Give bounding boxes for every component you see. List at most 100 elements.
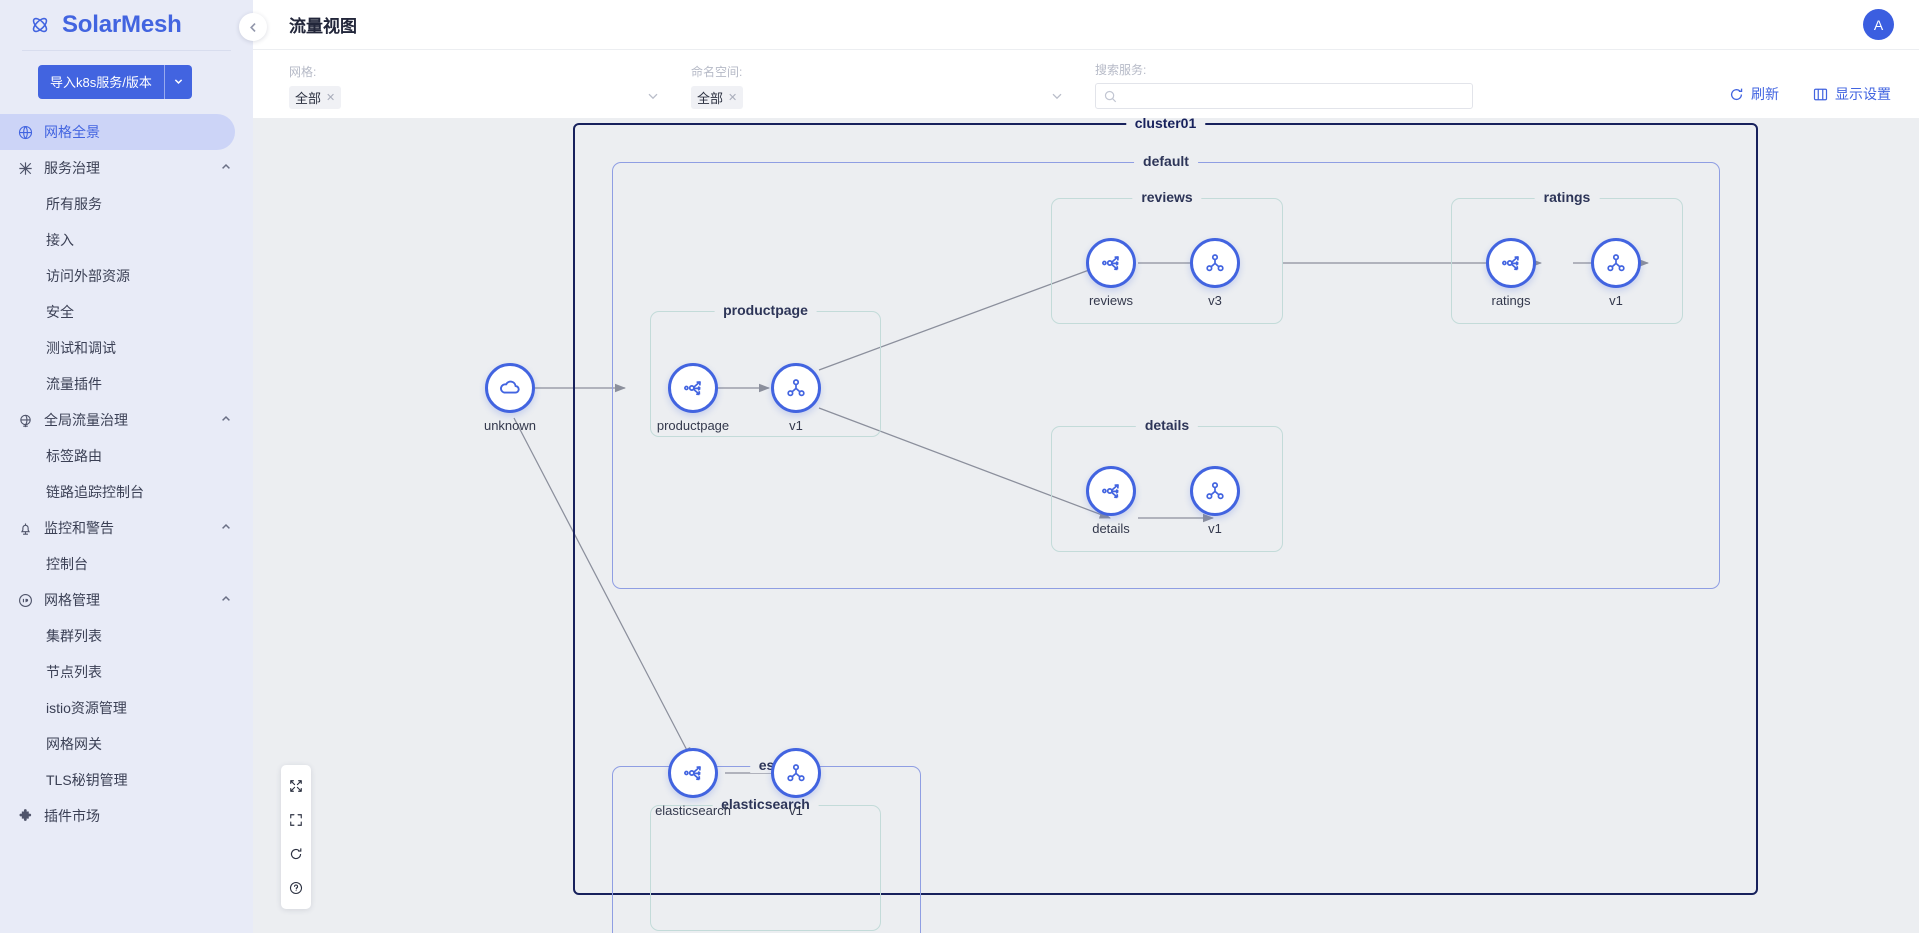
sidebar-item-8[interactable]: 全局流量治理 <box>0 402 253 438</box>
sidebar-item-label: 监控和警告 <box>44 520 114 536</box>
fit-view-icon[interactable] <box>281 769 311 803</box>
group-reviews-label: reviews <box>1132 189 1202 205</box>
main-area: 流量视图 A 网格: 全部 ✕ 命名空间: <box>239 0 1919 933</box>
node-unknown-label: unknown <box>483 418 537 433</box>
sidebar-item-11[interactable]: 监控和警告 <box>0 510 253 546</box>
refresh-button[interactable]: 刷新 <box>1729 84 1779 104</box>
sidebar-item-16[interactable]: istio资源管理 <box>0 690 253 726</box>
search-service-label: 搜索服务: <box>1095 63 1147 77</box>
chevron-up-icon[interactable] <box>221 414 231 427</box>
mesh-filter-value: 全部 <box>295 90 322 106</box>
sidebar-item-5[interactable]: 安全 <box>0 294 253 330</box>
sidebar-item-19[interactable]: 插件市场 <box>0 798 253 834</box>
sidebar-item-18[interactable]: TLS秘钥管理 <box>0 762 253 798</box>
chevron-down-icon[interactable] <box>647 90 659 105</box>
chevron-up-icon[interactable] <box>221 522 231 535</box>
sidebar-item-label: 访问外部资源 <box>46 268 130 284</box>
filter-bar: 网格: 全部 ✕ 命名空间: 全部 ✕ <box>253 50 1919 118</box>
avatar[interactable]: A <box>1863 9 1894 40</box>
fullscreen-icon[interactable] <box>281 803 311 837</box>
sidebar-item-label: 集群列表 <box>46 628 102 644</box>
mesh-filter-select[interactable]: 全部 ✕ <box>289 85 659 109</box>
group-productpage[interactable]: productpage <box>650 302 881 437</box>
import-k8s-button[interactable]: 导入k8s服务/版本 <box>38 65 192 99</box>
sidebar-item-label: 插件市场 <box>44 808 100 824</box>
service-router-icon[interactable] <box>1086 238 1136 288</box>
display-settings-button-label: 显示设置 <box>1835 86 1891 102</box>
help-circle-icon[interactable] <box>281 871 311 905</box>
sidebar-item-2[interactable]: 所有服务 <box>0 186 253 222</box>
workload-icon[interactable] <box>1190 238 1240 288</box>
sidebar-collapse-button[interactable] <box>239 13 267 41</box>
workload-icon[interactable] <box>1591 238 1641 288</box>
service-router-icon[interactable] <box>1086 466 1136 516</box>
search-input-box[interactable] <box>1095 83 1473 109</box>
service-router-icon[interactable] <box>668 363 718 413</box>
workload-icon[interactable] <box>771 363 821 413</box>
group-default-label: default <box>1134 153 1198 169</box>
namespace-filter-label: 命名空间: <box>691 65 743 79</box>
canvas-toolbar <box>281 765 311 909</box>
sidebar-item-label: 网格全景 <box>44 124 100 140</box>
group-ratings[interactable]: ratings <box>1451 189 1683 324</box>
sidebar-item-17[interactable]: 网格网关 <box>0 726 253 762</box>
sidebar-item-1[interactable]: 服务治理 <box>0 150 253 186</box>
close-icon[interactable]: ✕ <box>326 91 336 104</box>
mesh-filter-label: 网格: <box>289 65 317 79</box>
sidebar-item-label: 流量插件 <box>46 376 102 392</box>
cloud-icon[interactable] <box>485 363 535 413</box>
atom-logo-icon <box>28 13 52 37</box>
sidebar-item-label: 全局流量治理 <box>44 412 128 428</box>
namespace-filter-select[interactable]: 全部 ✕ <box>691 85 1063 109</box>
service-router-icon[interactable] <box>668 748 718 798</box>
sidebar-item-13[interactable]: 网格管理 <box>0 582 253 618</box>
sidebar-item-6[interactable]: 测试和调试 <box>0 330 253 366</box>
sidebar-item-14[interactable]: 集群列表 <box>0 618 253 654</box>
import-button-wrap: 导入k8s服务/版本 <box>0 51 253 109</box>
sidebar-item-label: 标签路由 <box>46 448 102 464</box>
sidebar-item-0[interactable]: 网格全景 <box>0 114 235 150</box>
sidebar-item-label: TLS秘钥管理 <box>46 772 128 788</box>
brand[interactable]: SolarMesh <box>0 0 253 50</box>
sidebar-item-9[interactable]: 标签路由 <box>0 438 253 474</box>
graph-canvas[interactable]: cluster01 default es productpage reviews… <box>253 118 1919 933</box>
sidebar-item-4[interactable]: 访问外部资源 <box>0 258 253 294</box>
node-ratings-label: ratings <box>1491 293 1531 308</box>
sidebar-item-15[interactable]: 节点列表 <box>0 654 253 690</box>
traffic-globe-icon <box>17 412 33 428</box>
node-elasticsearch-label: elasticsearch <box>655 803 731 818</box>
node-details-v1-label: v1 <box>1208 521 1222 536</box>
brand-name: SolarMesh <box>62 11 182 38</box>
service-router-icon[interactable] <box>1486 238 1536 288</box>
sidebar-item-12[interactable]: 控制台 <box>0 546 253 582</box>
chevron-down-icon[interactable] <box>1051 90 1063 105</box>
workload-icon[interactable] <box>1190 466 1240 516</box>
button-divider <box>163 65 165 99</box>
node-productpage-v1-label: v1 <box>789 418 803 433</box>
group-elasticsearch[interactable]: elasticsearch <box>650 796 881 931</box>
search-input[interactable] <box>1123 88 1464 104</box>
group-details[interactable]: details <box>1051 417 1283 552</box>
display-settings-button[interactable]: 显示设置 <box>1813 84 1891 104</box>
filter-bar-actions: 刷新 显示设置 <box>1729 84 1891 104</box>
chevron-down-icon[interactable] <box>165 65 192 99</box>
bell-monitor-icon <box>17 520 33 536</box>
group-elasticsearch-label: elasticsearch <box>712 796 819 812</box>
namespace-filter-tag: 全部 ✕ <box>691 85 744 109</box>
sidebar-item-label: istio资源管理 <box>46 700 127 716</box>
sidebar-item-7[interactable]: 流量插件 <box>0 366 253 402</box>
search-service-filter: 搜索服务: <box>1095 61 1473 118</box>
sidebar-item-10[interactable]: 链路追踪控制台 <box>0 474 253 510</box>
sidebar-item-label: 网格网关 <box>46 736 102 752</box>
group-reviews[interactable]: reviews <box>1051 189 1283 324</box>
workload-icon[interactable] <box>771 748 821 798</box>
chevron-up-icon[interactable] <box>221 594 231 607</box>
reload-icon[interactable] <box>281 837 311 871</box>
group-default[interactable]: default <box>612 153 1720 589</box>
chevron-up-icon[interactable] <box>221 162 231 175</box>
mesh-filter-tag: 全部 ✕ <box>289 85 342 109</box>
sidebar-item-3[interactable]: 接入 <box>0 222 253 258</box>
sidebar-item-label: 控制台 <box>46 556 88 572</box>
close-icon[interactable]: ✕ <box>728 91 738 104</box>
group-cluster01[interactable]: cluster01 <box>573 118 1758 895</box>
